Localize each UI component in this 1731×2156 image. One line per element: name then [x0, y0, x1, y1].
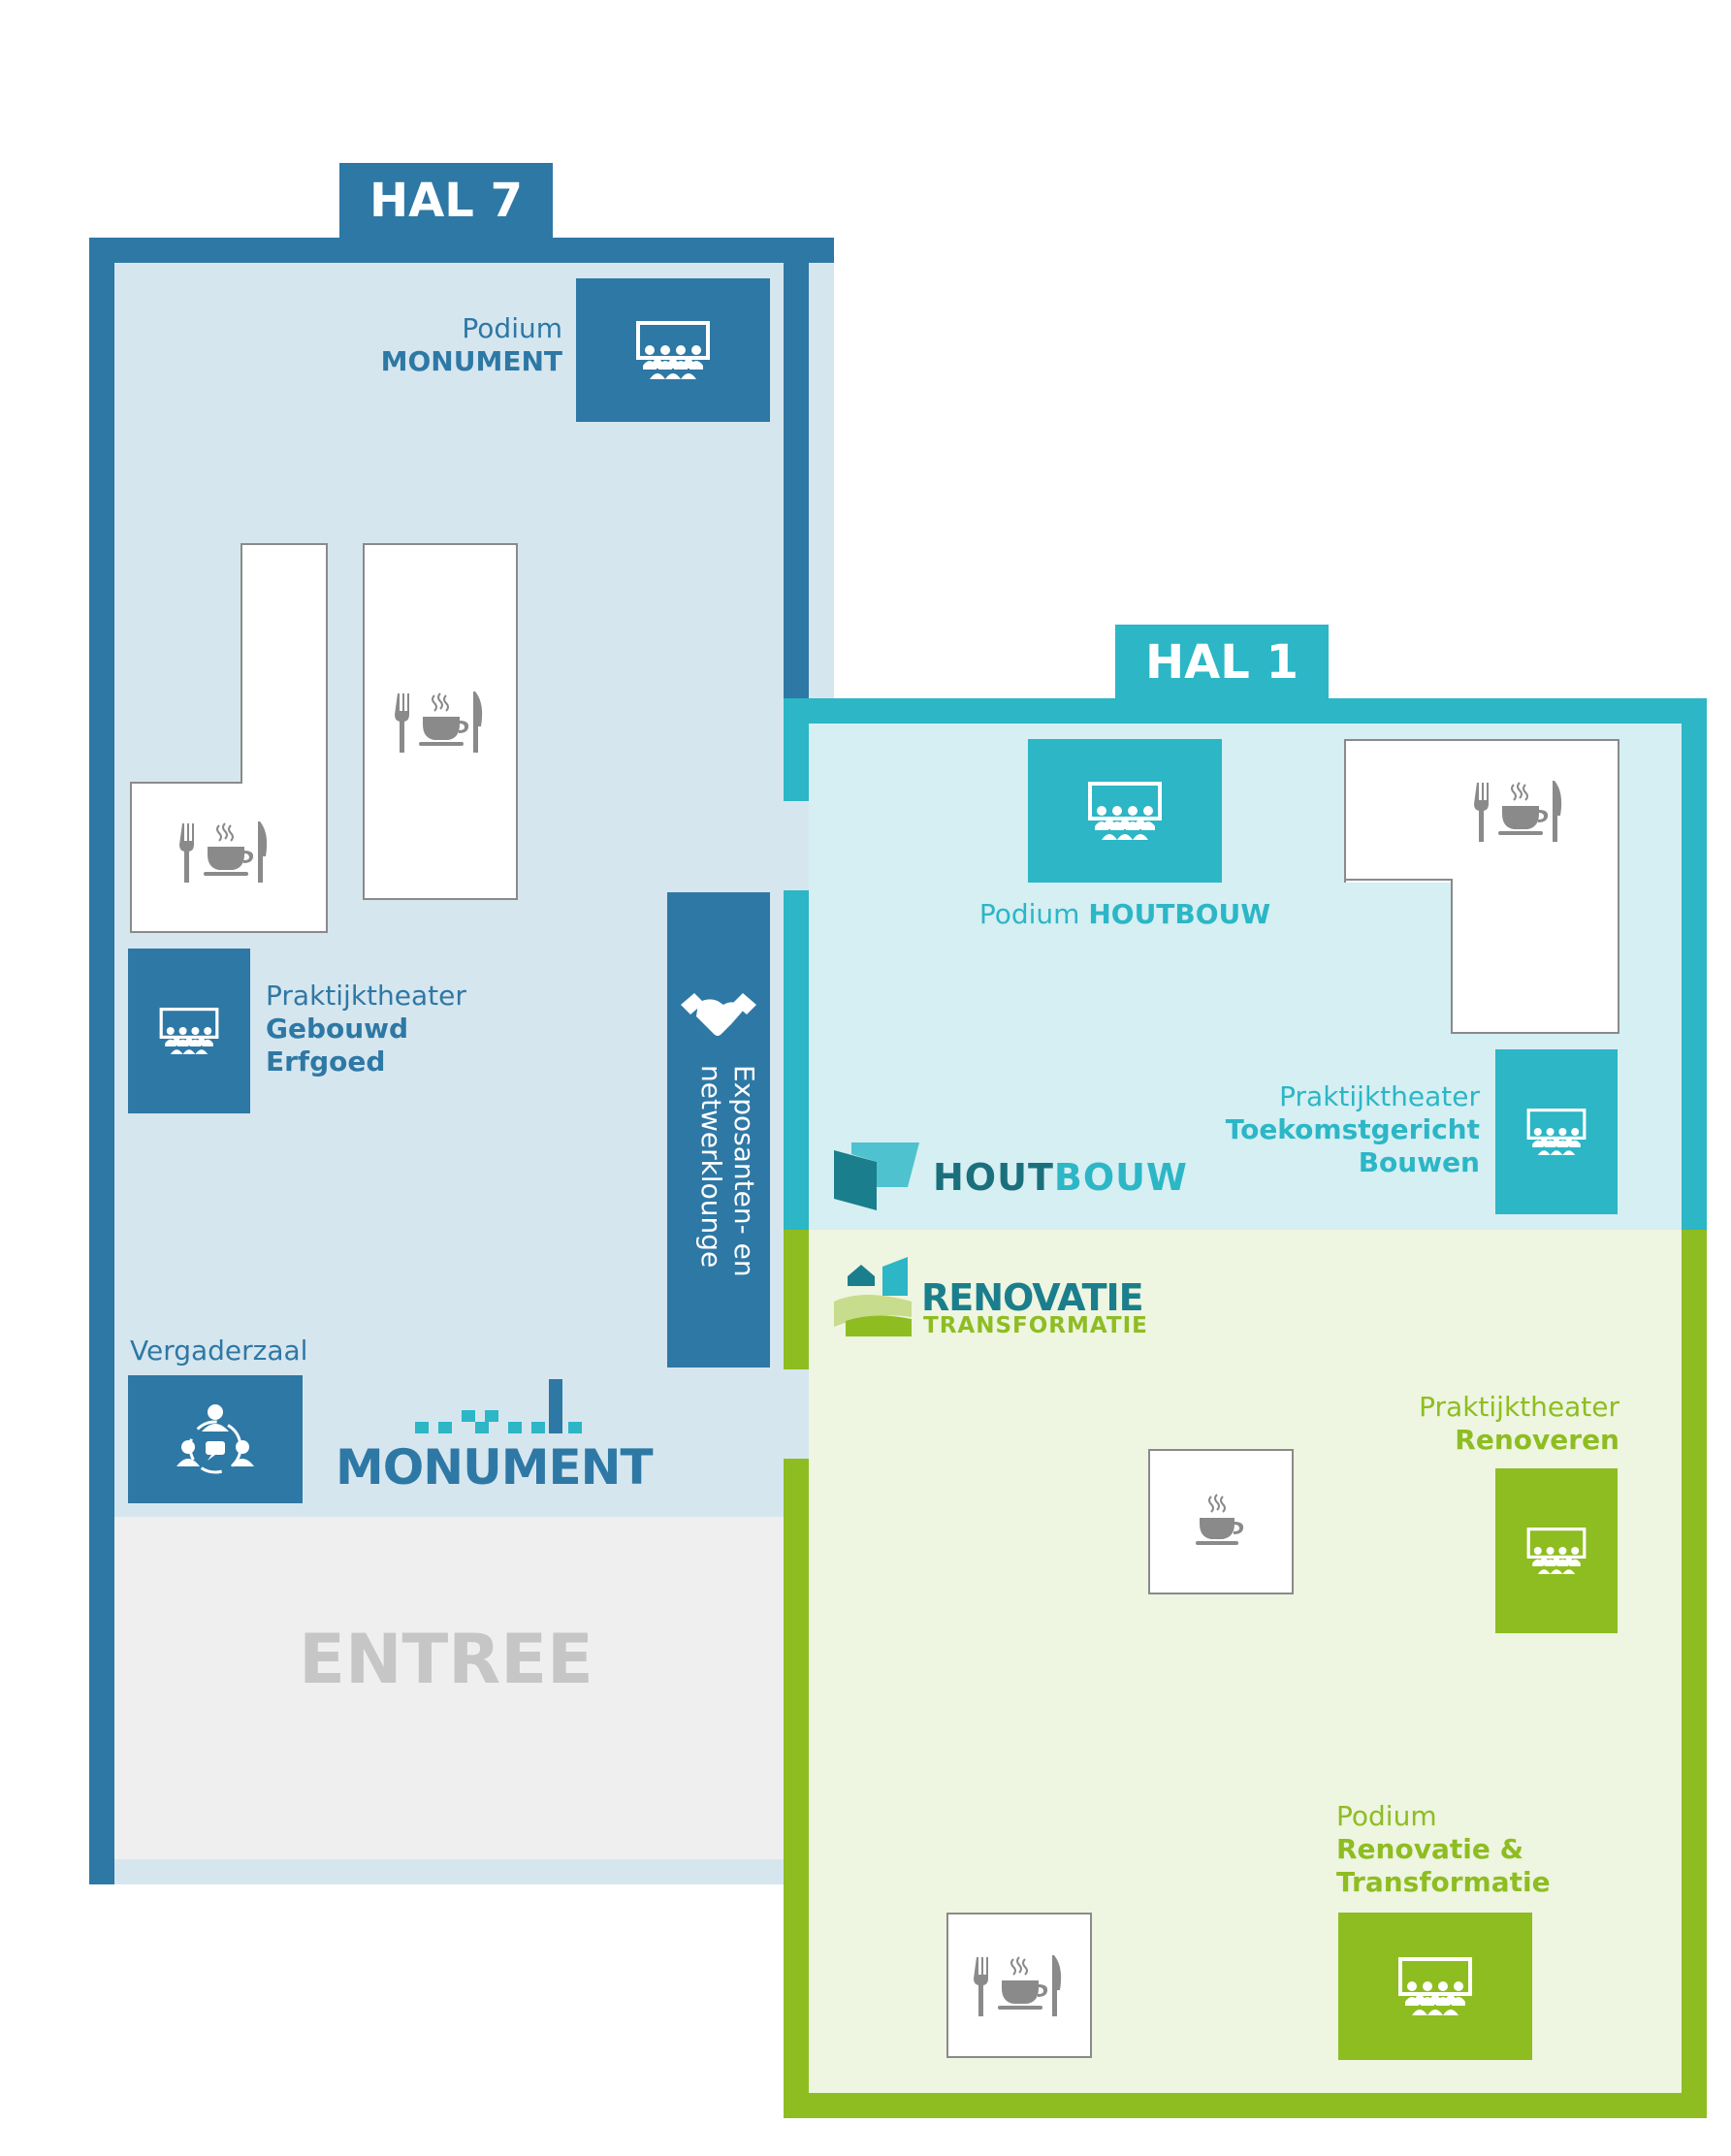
renovatie-logo: RENOVATIE TRANSFORMATIE	[832, 1257, 1201, 1340]
audience-screen-icon	[1525, 1107, 1587, 1157]
hal7-right-wall	[784, 238, 809, 703]
renovatie-logo-line2: TRANSFORMATIE	[923, 1313, 1148, 1338]
houtbouw-logo-part1: HOUT	[933, 1156, 1054, 1199]
cutlery-coffee-icon	[971, 1951, 1068, 2019]
monument-logo: MONUMENT	[336, 1375, 654, 1503]
hal1-renovatie-area	[784, 1230, 1707, 2118]
podium-houtbouw-line2: HOUTBOUW	[1088, 898, 1271, 930]
podium-monument-label: Podium MONUMENT	[291, 312, 562, 378]
handshake-icon	[681, 993, 756, 1036]
toekomst-line1: Praktijktheater	[1279, 1080, 1480, 1112]
podium-monument-line2: MONUMENT	[380, 345, 562, 377]
catering-hal7-b[interactable]	[363, 543, 518, 900]
catering-block-l-top	[240, 543, 328, 786]
audience-screen-icon	[634, 319, 712, 381]
hal1-title: HAL 1	[1144, 635, 1298, 690]
catering-hal7-a[interactable]	[176, 813, 273, 890]
podium-renovatie-line3: Transformatie	[1336, 1866, 1551, 1898]
coffee-icon	[1192, 1493, 1250, 1551]
cutlery-coffee-icon	[1471, 777, 1568, 845]
catering-hal1-low-block	[1451, 879, 1619, 1034]
hal7-tab: HAL 7	[339, 163, 553, 239]
podium-houtbouw-label: Podium HOUTBOUW	[931, 898, 1319, 931]
houtbouw-logo-text: HOUTBOUW	[933, 1156, 1188, 1199]
erfgoed-line2: Gebouwd	[266, 1013, 409, 1045]
cutlery-coffee-icon	[392, 688, 489, 756]
praktijktheater-toekomst-label: Praktijktheater Toekomstgericht Bouwen	[1135, 1080, 1480, 1179]
cutlery-coffee-icon	[176, 818, 273, 885]
toekomst-line3: Bouwen	[1358, 1146, 1480, 1178]
lounge-line1: Exposanten- en	[728, 1065, 760, 1277]
podium-renovatie-label: Podium Renovatie & Transformatie	[1336, 1800, 1627, 1899]
hal1-tab-box: HAL 1	[1115, 625, 1329, 700]
podium-renovatie[interactable]	[1338, 1913, 1532, 2060]
netwerklounge[interactable]: Exposanten- en netwerklounge	[667, 892, 770, 1368]
praktijktheater-renoveren[interactable]	[1495, 1468, 1618, 1633]
netwerklounge-label: Exposanten- en netwerklounge	[694, 1065, 760, 1356]
praktijktheater-erfgoed[interactable]	[128, 949, 250, 1113]
vergaderzaal-label: Vergaderzaal	[130, 1335, 308, 1367]
monument-logo-text: MONUMENT	[336, 1439, 654, 1496]
entrance-area	[114, 1517, 809, 1859]
catering-hal1-edge2	[1451, 879, 1453, 1034]
audience-screen-icon	[1525, 1526, 1587, 1576]
audience-screen-icon	[1396, 1955, 1474, 2017]
renoveren-line2: Renoveren	[1455, 1424, 1619, 1456]
renovatie-logo-line1: RENOVATIE	[921, 1276, 1144, 1319]
meeting-icon	[176, 1404, 254, 1474]
catering-l-patch	[242, 776, 326, 788]
toekomst-line2: Toekomstgericht	[1225, 1113, 1480, 1145]
hal-passage-1	[784, 801, 809, 890]
podium-houtbouw[interactable]	[1028, 739, 1222, 883]
hal-passage-2	[784, 1369, 809, 1459]
renoveren-line1: Praktijktheater	[1419, 1391, 1619, 1423]
podium-monument[interactable]	[576, 278, 770, 422]
erfgoed-line1: Praktijktheater	[266, 980, 466, 1012]
praktijktheater-toekomst[interactable]	[1495, 1049, 1618, 1214]
hal7-title: HAL 7	[369, 174, 523, 228]
podium-houtbouw-line1: Podium	[978, 898, 1089, 930]
praktijktheater-erfgoed-label: Praktijktheater Gebouwd Erfgoed	[266, 980, 518, 1078]
podium-renovatie-line1: Podium	[1336, 1800, 1437, 1832]
catering-hal1-edge	[1344, 879, 1453, 881]
audience-screen-icon	[158, 1006, 220, 1056]
audience-screen-icon	[1086, 780, 1164, 842]
houtbouw-mark-icon	[834, 1142, 919, 1210]
coffee-hal1[interactable]	[1148, 1449, 1294, 1594]
lounge-line2: netwerklounge	[695, 1065, 727, 1269]
vergaderzaal[interactable]	[128, 1375, 303, 1503]
houtbouw-logo: HOUTBOUW	[832, 1141, 1201, 1212]
entrance-label: ENTREE	[299, 1620, 593, 1699]
podium-monument-line1: Podium	[462, 312, 562, 344]
praktijktheater-renoveren-label: Praktijktheater Renoveren	[1299, 1391, 1619, 1457]
catering-hal1-a[interactable]	[1466, 772, 1573, 850]
renovatie-mark-icon	[834, 1257, 912, 1336]
erfgoed-line3: Erfgoed	[266, 1046, 386, 1078]
monument-skyline-icon	[415, 1379, 582, 1433]
podium-renovatie-line2: Renovatie &	[1336, 1833, 1524, 1865]
houtbouw-logo-part2: BOUW	[1053, 1156, 1188, 1199]
catering-hal1-b[interactable]	[946, 1913, 1092, 2058]
